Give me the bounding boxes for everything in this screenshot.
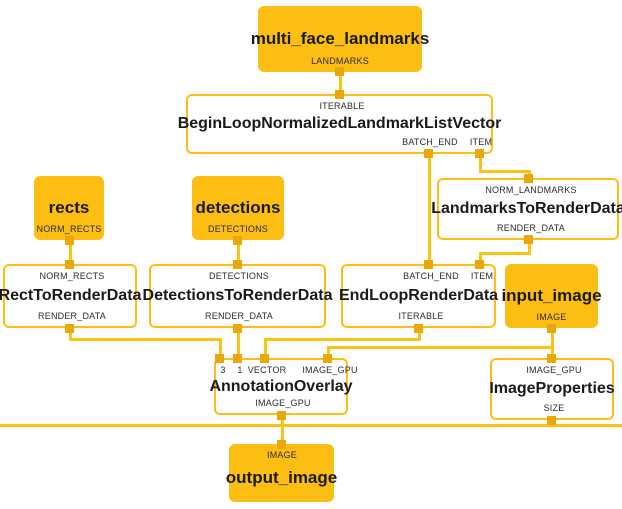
port-label-overlay-image-gpu: IMAGE_GPU [302,365,358,375]
node-output-image[interactable]: IMAGE output_image [225,444,338,502]
node-multi-face-landmarks[interactable]: multi_face_landmarks LANDMARKS [251,6,429,72]
node-rects[interactable]: rects NORM_RECTS [34,176,104,240]
edge-detections-to-detectionstorenderdata [237,240,240,264]
port-label-batch-end: BATCH_END [402,137,458,147]
port-label-iterable: ITERABLE [319,101,365,111]
port-detections-to-render-data-out[interactable] [233,324,242,333]
node-title: LandmarksToRenderData [431,200,622,218]
node-title: AnnotationOverlay [209,377,353,395]
edge-batchend-trunk [428,152,431,264]
node-rect-to-render-data[interactable]: RectToRenderData NORM_RECTS RENDER_DATA [0,264,141,328]
port-label-detections: DETECTIONS [207,224,269,234]
edge-iterable-left [264,338,421,341]
port-label-image-properties-in: IMAGE_GPU [526,365,582,375]
edge-output-bus [0,424,622,427]
port-image-properties-out-size[interactable] [547,416,556,425]
node-begin-loop[interactable]: BeginLoopNormalizedLandmarkListVector IT… [178,94,501,154]
node-end-loop-render-data[interactable]: EndLoopRenderData BATCH_END ITEM ITERABL… [338,264,499,328]
port-annotation-overlay-out[interactable] [277,411,286,420]
node-title: input_image [501,285,602,305]
edge-detectionsrd-into-overlay [237,328,240,360]
port-label-norm-rects-in: NORM_RECTS [39,271,105,281]
edge-iterable-down [418,328,421,340]
port-end-loop-batch-end[interactable] [424,260,433,269]
port-annotation-overlay-in-image-gpu[interactable] [323,354,332,363]
node-detections[interactable]: detections DETECTIONS [192,176,284,240]
port-end-loop-item[interactable] [475,260,484,269]
port-label-render-data: RENDER_DATA [38,311,106,321]
port-label-norm-landmarks: NORM_LANDMARKS [485,185,577,195]
port-begin-loop-iterable[interactable] [335,90,344,99]
port-input-image-out[interactable] [547,324,556,333]
port-label-overlay-1: 1 [237,365,243,375]
edge-inputimage-bus-left [327,346,553,349]
edge-item-down-stub [479,152,482,172]
edge-iterable-into-overlay [264,338,267,360]
port-label-overlay-out: IMAGE_GPU [255,398,311,408]
node-title: EndLoopRenderData [338,287,499,305]
edge-inputimage-into-overlay [327,346,330,360]
node-title: BeginLoopNormalizedLandmarkListVector [177,115,502,133]
port-annotation-overlay-in-vector[interactable] [260,354,269,363]
node-detections-to-render-data[interactable]: DetectionsToRenderData DETECTIONS RENDER… [143,264,332,328]
node-title: multi_face_landmarks [250,28,430,48]
edge-landmarksrd-into-endloop [479,252,482,264]
edge-landmarksrd-left [479,252,531,255]
port-rect-to-render-data-in[interactable] [65,260,74,269]
port-rects-out[interactable] [65,236,74,245]
node-title: ImageProperties [489,380,615,398]
node-input-image[interactable]: input_image IMAGE [501,264,602,328]
port-label-size: SIZE [543,403,565,413]
port-landmarks-to-render-data-out[interactable] [524,235,533,244]
edge-rectrd-down [69,328,72,340]
edge-landmarksrd-down [528,238,531,254]
node-title: rects [48,197,90,217]
port-annotation-overlay-in-1[interactable] [233,354,242,363]
port-label-item: ITEM [469,137,493,147]
node-image-properties[interactable]: ImageProperties IMAGE_GPU SIZE [489,358,615,420]
node-title: RectToRenderData [0,287,142,305]
node-title: DetectionsToRenderData [142,287,333,305]
port-output-image-in[interactable] [277,440,286,449]
node-title: detections [195,197,281,217]
port-label-landmarks: LANDMARKS [311,56,369,66]
port-label-render-data: RENDER_DATA [205,311,273,321]
edge-inputimage-down [551,328,554,356]
port-rect-to-render-data-out[interactable] [65,324,74,333]
port-label-render-data: RENDER_DATA [497,223,565,233]
edge-rects-to-recttorenderdata [69,240,72,264]
edge-rectrd-bus [69,338,221,341]
edge-item-right [479,170,530,173]
port-begin-loop-item[interactable] [475,149,484,158]
port-detections-out[interactable] [233,236,242,245]
port-label-detections-in: DETECTIONS [208,271,270,281]
port-begin-loop-batch-end[interactable] [424,149,433,158]
node-annotation-overlay[interactable]: AnnotationOverlay 3 1 VECTOR IMAGE_GPU I… [209,358,357,415]
port-label-iterable-out: ITERABLE [398,311,444,321]
port-annotation-overlay-in-3[interactable] [215,354,224,363]
node-title: output_image [225,467,338,487]
port-label-overlay-3: 3 [220,365,226,375]
port-label-item-in: ITEM [470,271,494,281]
edge-landmarks-to-iterable [339,70,342,94]
port-label-overlay-vector: VECTOR [247,365,287,375]
port-label-image: IMAGE [536,312,567,322]
port-detections-to-render-data-in[interactable] [233,260,242,269]
port-multi-face-landmarks-out[interactable] [335,67,344,76]
edge-overlay-out-down [281,415,284,427]
port-image-properties-in[interactable] [547,354,556,363]
port-label-batch-end-in: BATCH_END [403,271,459,281]
port-label-norm-rects: NORM_RECTS [36,224,102,234]
port-landmarks-to-render-data-in[interactable] [524,174,533,183]
edge-rectrd-into-overlay [219,338,222,360]
port-label-output-image-in: IMAGE [266,450,298,460]
port-end-loop-iterable-out[interactable] [414,324,423,333]
node-landmarks-to-render-data[interactable]: LandmarksToRenderData NORM_LANDMARKS REN… [431,178,622,240]
edge-into-outputimage [281,424,284,446]
